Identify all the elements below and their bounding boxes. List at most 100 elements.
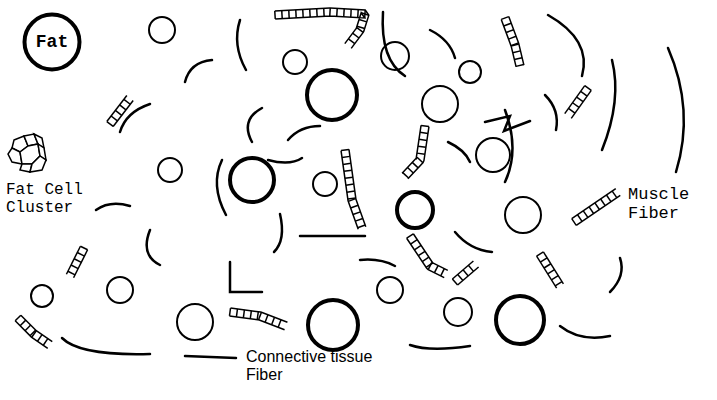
- fiber-striation: [111, 116, 117, 121]
- fiber-striation: [418, 251, 425, 255]
- fiber-striation: [548, 270, 555, 274]
- fiber-striation: [329, 8, 331, 16]
- fiber-striation: [511, 43, 519, 46]
- fiber-striation: [351, 205, 359, 208]
- fiber-striation: [544, 264, 551, 268]
- muscle-fibers: [15, 8, 620, 348]
- fiber-striation: [513, 51, 521, 53]
- fiber-striation: [309, 9, 311, 17]
- fiber-edge: [408, 127, 429, 179]
- fiber-striation: [509, 36, 517, 39]
- fiber-striation: [43, 339, 48, 346]
- fiber-striation: [501, 17, 509, 20]
- fiber-striation: [120, 105, 126, 110]
- fiber-striation: [342, 156, 350, 157]
- fiber-striation: [359, 19, 367, 21]
- fiber-striation: [355, 218, 363, 221]
- fiber-striation: [68, 271, 75, 275]
- fiber-striation: [407, 234, 414, 238]
- fiber-striation: [417, 153, 425, 154]
- fiber-striation: [347, 191, 355, 192]
- fiber-edge: [402, 125, 421, 173]
- fiber-striation: [257, 312, 258, 320]
- fiber-striation: [514, 58, 522, 60]
- fiber-edge: [107, 96, 127, 122]
- fiber-striation: [572, 219, 577, 226]
- fiber-edge: [66, 246, 80, 274]
- fiber-edge: [572, 189, 616, 219]
- muscle-fiber-label: Muscle Fiber: [628, 186, 708, 223]
- fiber-striation: [452, 279, 457, 285]
- fiber-striation: [343, 9, 345, 17]
- fiber-striation: [420, 132, 428, 133]
- fiber-striation: [345, 177, 353, 178]
- fiber-striation: [115, 110, 121, 115]
- fiber-edge: [509, 17, 524, 65]
- fiber-striation: [419, 139, 427, 140]
- fiber-striation: [358, 225, 366, 228]
- fiber-striation: [612, 191, 617, 198]
- fiber-striation: [408, 167, 414, 172]
- fiber-striation: [511, 44, 519, 46]
- fiber-edge: [501, 19, 516, 67]
- fiber-striation: [555, 282, 562, 286]
- fiber-striation: [403, 173, 409, 178]
- fat-cell-cluster-label: Fat Cell Cluster: [6, 182, 98, 217]
- fiber-striation: [74, 259, 81, 263]
- fiber-striation: [350, 9, 352, 17]
- fiber-striation: [71, 265, 78, 269]
- fiber-striation: [540, 258, 547, 262]
- fiber-edge: [21, 315, 52, 342]
- fiber-striation: [229, 308, 230, 316]
- fiber-striation: [344, 170, 352, 171]
- fiber-striation: [38, 335, 43, 342]
- fiber-striation: [412, 162, 418, 167]
- fiber-striation: [428, 262, 432, 269]
- fiber-striation: [107, 122, 113, 127]
- fiber-striation: [589, 207, 594, 214]
- fiber-edge: [543, 252, 563, 284]
- fiber-striation: [124, 99, 130, 104]
- fiber-striation: [80, 246, 87, 250]
- node-label: Fat: [36, 32, 68, 52]
- fiber-striation: [417, 157, 423, 162]
- fiber-striation: [458, 274, 463, 280]
- fiber-striation: [32, 331, 37, 338]
- fiber-striation: [25, 325, 31, 331]
- fiber-edge: [341, 151, 358, 230]
- fiber-striation: [343, 163, 351, 164]
- fiber-edge: [452, 261, 473, 279]
- fiber-striation: [357, 28, 363, 33]
- fiber-striation: [568, 108, 575, 113]
- fiber-edge: [74, 250, 88, 278]
- fiber-striation: [421, 125, 429, 126]
- fiber-striation: [578, 215, 583, 222]
- fiber-edge: [537, 256, 557, 288]
- fiber-striation: [595, 203, 600, 210]
- fiber-striation: [316, 9, 318, 17]
- fat-cell-cluster-drawing: [8, 134, 46, 172]
- fiber-striation: [506, 30, 514, 33]
- fiber-striation: [274, 11, 276, 19]
- fiber-striation: [295, 10, 297, 18]
- fiber-striation: [418, 146, 426, 147]
- fiber-striation: [336, 8, 338, 16]
- fiber-striation: [278, 320, 281, 327]
- fiber-striation: [353, 33, 359, 38]
- fiber-edge: [275, 8, 369, 48]
- fiber-striation: [302, 9, 304, 17]
- fiber-edge: [565, 86, 585, 114]
- fiber-striation: [250, 311, 251, 319]
- fiber-striation: [77, 252, 84, 256]
- fiber-striation: [272, 317, 275, 324]
- fiber-striation: [581, 91, 588, 96]
- fiber-striation: [281, 11, 283, 19]
- fiber-striation: [434, 266, 438, 273]
- fat-globule-node: Fat: [22, 12, 82, 72]
- fiber-striation: [573, 103, 580, 108]
- fiber-striation: [414, 245, 421, 249]
- fiber-edge: [275, 13, 365, 44]
- fiber-striation: [288, 10, 290, 18]
- fiber-striation: [357, 10, 359, 18]
